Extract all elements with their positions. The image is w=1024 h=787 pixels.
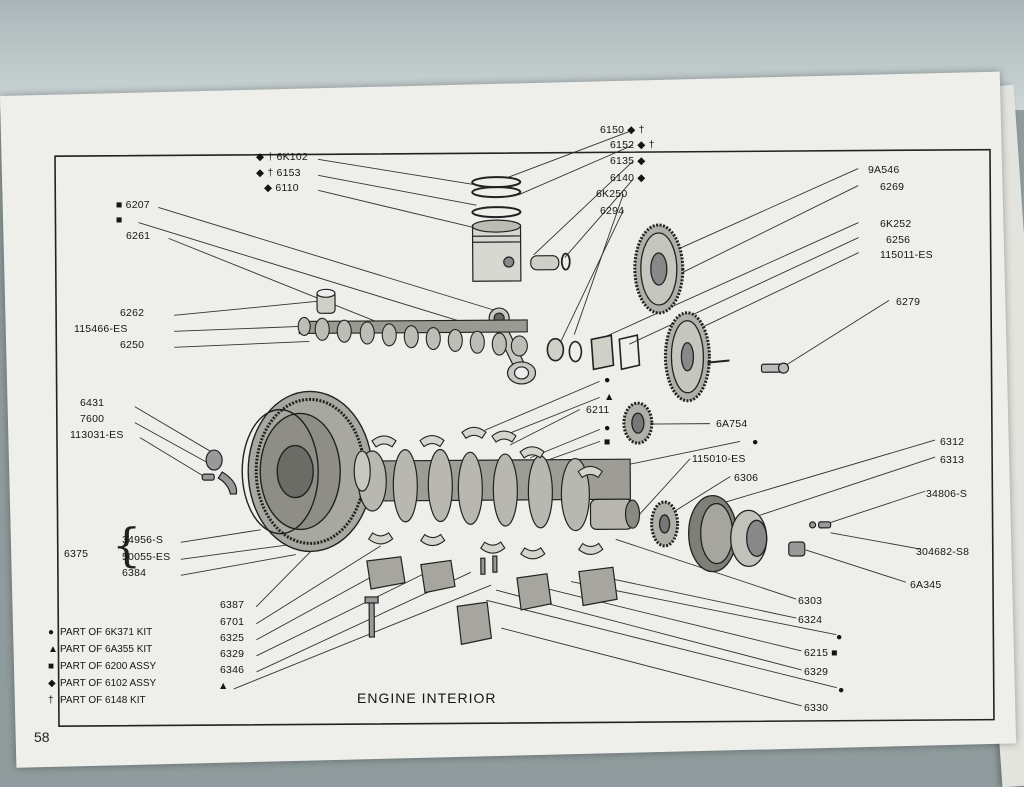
label-6140: 6140 ◆ bbox=[610, 172, 646, 184]
lower-bearings bbox=[369, 531, 603, 560]
legend-item-6148: †PART OF 6148 KIT bbox=[48, 695, 146, 706]
label-6207: ■ 6207 bbox=[116, 199, 150, 211]
label-115466-es: 115466-ES bbox=[74, 323, 128, 335]
label-113031-es: 113031-ES bbox=[70, 429, 124, 441]
flywheel bbox=[242, 391, 373, 552]
rod-bolts bbox=[481, 556, 497, 574]
label-6150: 6150 ◆ † bbox=[600, 124, 645, 136]
camshaft bbox=[298, 316, 527, 358]
label-group-6375: 6375 bbox=[64, 548, 88, 560]
crank-sprocket bbox=[624, 403, 652, 443]
piston-rings bbox=[472, 177, 520, 217]
label-6153: ◆ † 6153 bbox=[256, 167, 301, 179]
page-number: 58 bbox=[34, 729, 50, 745]
label-6306: 6306 bbox=[734, 472, 758, 484]
label-6330: 6330 bbox=[804, 702, 828, 714]
legend-item-6200: ■PART OF 6200 ASSY bbox=[48, 661, 156, 672]
bearing-caps bbox=[367, 555, 618, 645]
label-6329-right: 6329 bbox=[804, 666, 828, 678]
label-34806-s: 34806-S bbox=[926, 488, 967, 500]
crankshaft bbox=[358, 448, 640, 532]
label-115010-es: 115010-ES bbox=[692, 453, 746, 465]
label-7600: 7600 bbox=[80, 413, 104, 425]
label-6K102: ◆ † 6K102 bbox=[256, 151, 308, 163]
gear-bolt bbox=[761, 363, 788, 373]
label-6324: 6324 bbox=[798, 614, 822, 626]
label-6K250: 6K250 bbox=[596, 188, 627, 200]
label-6312: 6312 bbox=[940, 436, 964, 448]
label-6387: 6387 bbox=[220, 599, 244, 611]
label-6A754: 6A754 bbox=[716, 418, 747, 430]
legend-item-6k371: ●PART OF 6K371 KIT bbox=[48, 627, 152, 638]
label-circle-3: ● bbox=[752, 436, 759, 448]
label-9A546: 9A546 bbox=[868, 164, 899, 176]
label-6294: 6294 bbox=[600, 205, 624, 217]
rear-seal bbox=[354, 451, 370, 491]
label-6269: 6269 bbox=[880, 181, 904, 193]
legend-item-6102: ◆PART OF 6102 ASSY bbox=[48, 678, 156, 689]
label-34956-s: 34956-S bbox=[122, 534, 163, 546]
label-6325: 6325 bbox=[220, 632, 244, 644]
label-triangle-1: ▲ bbox=[604, 391, 615, 403]
crank-gear bbox=[665, 312, 730, 400]
label-circle-5: ● bbox=[838, 684, 845, 696]
label-115011-es: 115011-ES bbox=[880, 249, 933, 261]
label-square-1: ■ bbox=[116, 214, 123, 226]
label-6256: 6256 bbox=[886, 234, 910, 246]
piston-pin bbox=[531, 254, 570, 270]
label-6211: 6211 bbox=[586, 404, 609, 416]
cam-bearing bbox=[317, 289, 335, 313]
timing-pointer bbox=[202, 450, 237, 494]
label-6313: 6313 bbox=[940, 454, 964, 466]
label-6A345: 6A345 bbox=[910, 579, 941, 591]
diagram-title: ENGINE INTERIOR bbox=[357, 690, 496, 706]
label-square-2: ■ bbox=[604, 436, 611, 448]
label-6262: 6262 bbox=[120, 307, 144, 319]
label-6250: 6250 bbox=[120, 339, 144, 351]
label-50055-es: 50055-ES bbox=[122, 551, 170, 563]
frame-rotation bbox=[55, 128, 994, 727]
pulley-hub bbox=[730, 510, 766, 566]
legend-item-6a355: ▲PART OF 6A355 KIT bbox=[48, 644, 152, 655]
label-6279: 6279 bbox=[896, 296, 920, 308]
piston bbox=[472, 220, 520, 281]
label-6135: 6135 ◆ bbox=[610, 155, 646, 167]
label-triangle-2: ▲ bbox=[218, 680, 229, 692]
label-6110: ◆ 6110 bbox=[264, 182, 299, 194]
label-6329-left: 6329 bbox=[220, 648, 244, 660]
label-6431: 6431 bbox=[80, 397, 104, 409]
label-circle-4: ● bbox=[836, 631, 843, 643]
label-circle-2: ● bbox=[604, 422, 611, 434]
label-304682-s8: 304682-S8 bbox=[916, 546, 969, 558]
label-6346: 6346 bbox=[220, 664, 244, 676]
label-6261: 6261 bbox=[126, 230, 150, 242]
timing-gear-small bbox=[651, 502, 677, 546]
label-6303: 6303 bbox=[798, 595, 822, 607]
label-6384: 6384 bbox=[122, 567, 146, 579]
cam-gear bbox=[635, 225, 684, 313]
vibration-damper bbox=[688, 495, 737, 571]
engine-exploded-diagram bbox=[0, 0, 1024, 768]
label-6701: 6701 bbox=[220, 616, 244, 628]
label-6152: 6152 ◆ † bbox=[610, 139, 655, 151]
label-6K252: 6K252 bbox=[880, 218, 911, 230]
label-circle-1: ● bbox=[604, 374, 611, 386]
label-6215: 6215 ■ bbox=[804, 647, 838, 659]
